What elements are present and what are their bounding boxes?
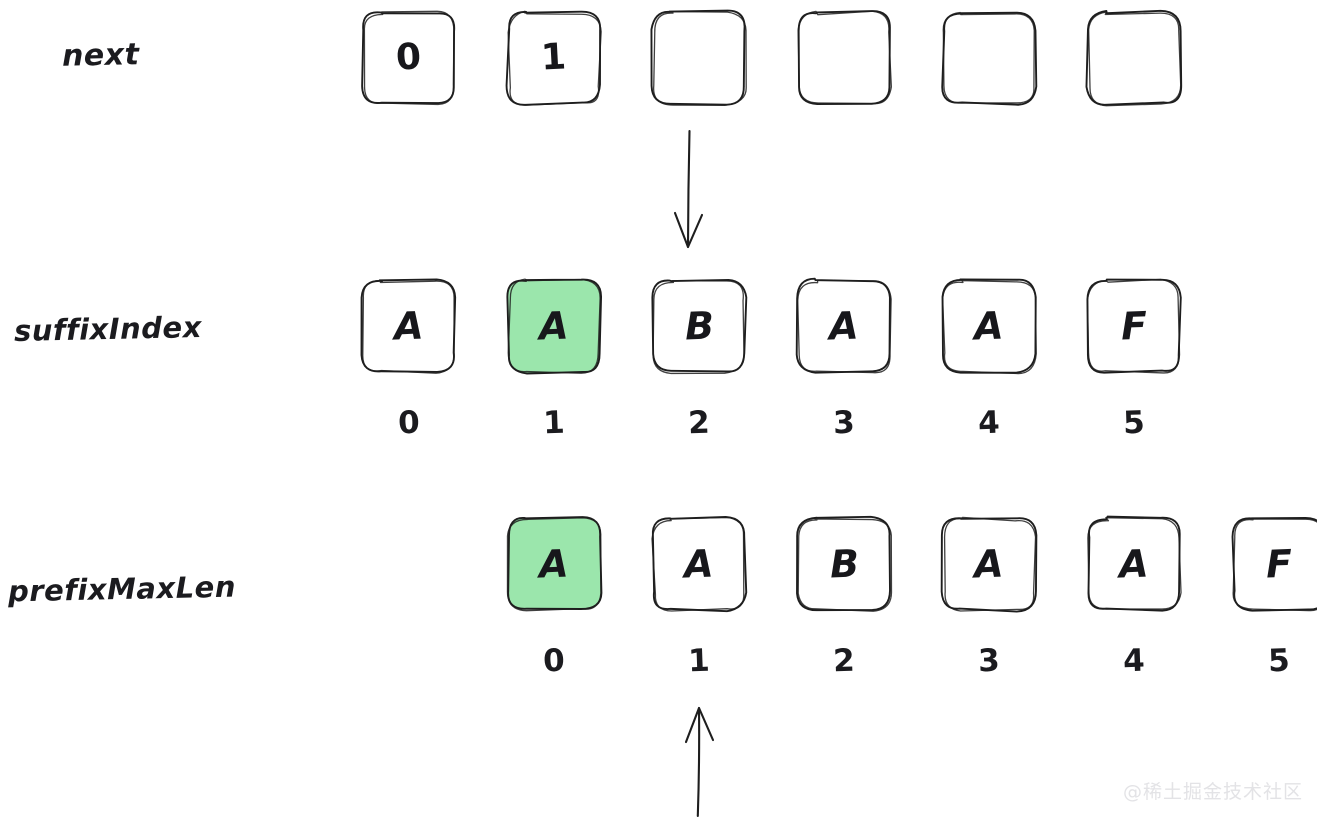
cell-outline-prefixMaxLen-4 xyxy=(1087,515,1182,612)
cell-outline-prefixMaxLen-2 xyxy=(796,515,893,612)
cell-prefixMaxLen-0[interactable]: A xyxy=(506,516,603,612)
row-label-next: next xyxy=(61,37,140,74)
cell-outline-prefixMaxLen-1 xyxy=(651,516,748,613)
cell-outline-next-0 xyxy=(361,10,456,106)
index-label-prefixMaxLen-2: 2 xyxy=(832,642,856,680)
cell-next-0[interactable]: 0 xyxy=(361,10,456,106)
cell-outline-next-2 xyxy=(650,9,747,107)
cell-suffixIndex-1[interactable]: A xyxy=(506,278,603,375)
cell-suffixIndex-5[interactable]: F xyxy=(1086,278,1182,374)
cell-next-2[interactable] xyxy=(650,9,747,107)
cell-outline-prefixMaxLen-0 xyxy=(506,516,603,612)
cell-prefixMaxLen-3[interactable]: A xyxy=(940,516,1038,613)
cell-prefixMaxLen-4[interactable]: A xyxy=(1087,515,1182,612)
cell-next-4[interactable] xyxy=(941,11,1038,106)
cell-outline-next-5 xyxy=(1085,9,1183,107)
cell-suffixIndex-0[interactable]: A xyxy=(360,278,457,374)
cell-outline-suffixIndex-5 xyxy=(1086,278,1182,374)
cell-outline-next-1 xyxy=(505,10,602,106)
index-label-suffixIndex-2: 2 xyxy=(687,404,711,442)
cell-outline-prefixMaxLen-3 xyxy=(940,516,1038,613)
cell-prefixMaxLen-1[interactable]: A xyxy=(651,516,748,613)
cell-outline-suffixIndex-0 xyxy=(360,278,457,374)
cell-prefixMaxLen-5[interactable]: F xyxy=(1231,517,1317,612)
cell-outline-next-3 xyxy=(797,10,892,106)
row-label-suffixindex: suffixIndex xyxy=(13,310,203,348)
row-label-prefixmaxlen: prefixMaxLen xyxy=(7,569,237,609)
index-label-suffixIndex-3: 3 xyxy=(832,404,856,442)
index-label-suffixIndex-0: 0 xyxy=(397,404,421,442)
index-label-prefixMaxLen-5: 5 xyxy=(1267,642,1291,680)
cell-next-5[interactable] xyxy=(1085,9,1183,107)
index-label-suffixIndex-1: 1 xyxy=(542,404,566,442)
cell-outline-suffixIndex-2 xyxy=(651,278,748,375)
next-to-suffixindex-arrow xyxy=(673,129,704,249)
watermark: @稀土掘金技术社区 xyxy=(1122,781,1303,803)
index-label-suffixIndex-5: 5 xyxy=(1122,404,1146,442)
cell-next-1[interactable]: 1 xyxy=(505,10,602,106)
cell-outline-prefixMaxLen-5 xyxy=(1231,517,1317,612)
cell-next-3[interactable] xyxy=(797,10,892,106)
index-label-prefixMaxLen-0: 0 xyxy=(542,642,566,680)
index-label-prefixMaxLen-4: 4 xyxy=(1122,642,1146,680)
cell-outline-suffixIndex-4 xyxy=(941,278,1037,375)
index-label-suffixIndex-4: 4 xyxy=(977,404,1001,442)
cell-outline-suffixIndex-1 xyxy=(506,278,603,375)
cell-outline-next-4 xyxy=(941,11,1038,106)
cell-suffixIndex-2[interactable]: B xyxy=(651,278,748,375)
cell-outline-suffixIndex-3 xyxy=(795,277,892,374)
cell-prefixMaxLen-2[interactable]: B xyxy=(796,515,893,612)
cell-suffixIndex-3[interactable]: A xyxy=(795,277,892,374)
index-label-prefixMaxLen-1: 1 xyxy=(687,642,711,680)
index-label-prefixMaxLen-3: 3 xyxy=(977,642,1001,680)
prefixmaxlen-pointer-arrow xyxy=(684,706,715,818)
cell-suffixIndex-4[interactable]: A xyxy=(941,278,1037,375)
